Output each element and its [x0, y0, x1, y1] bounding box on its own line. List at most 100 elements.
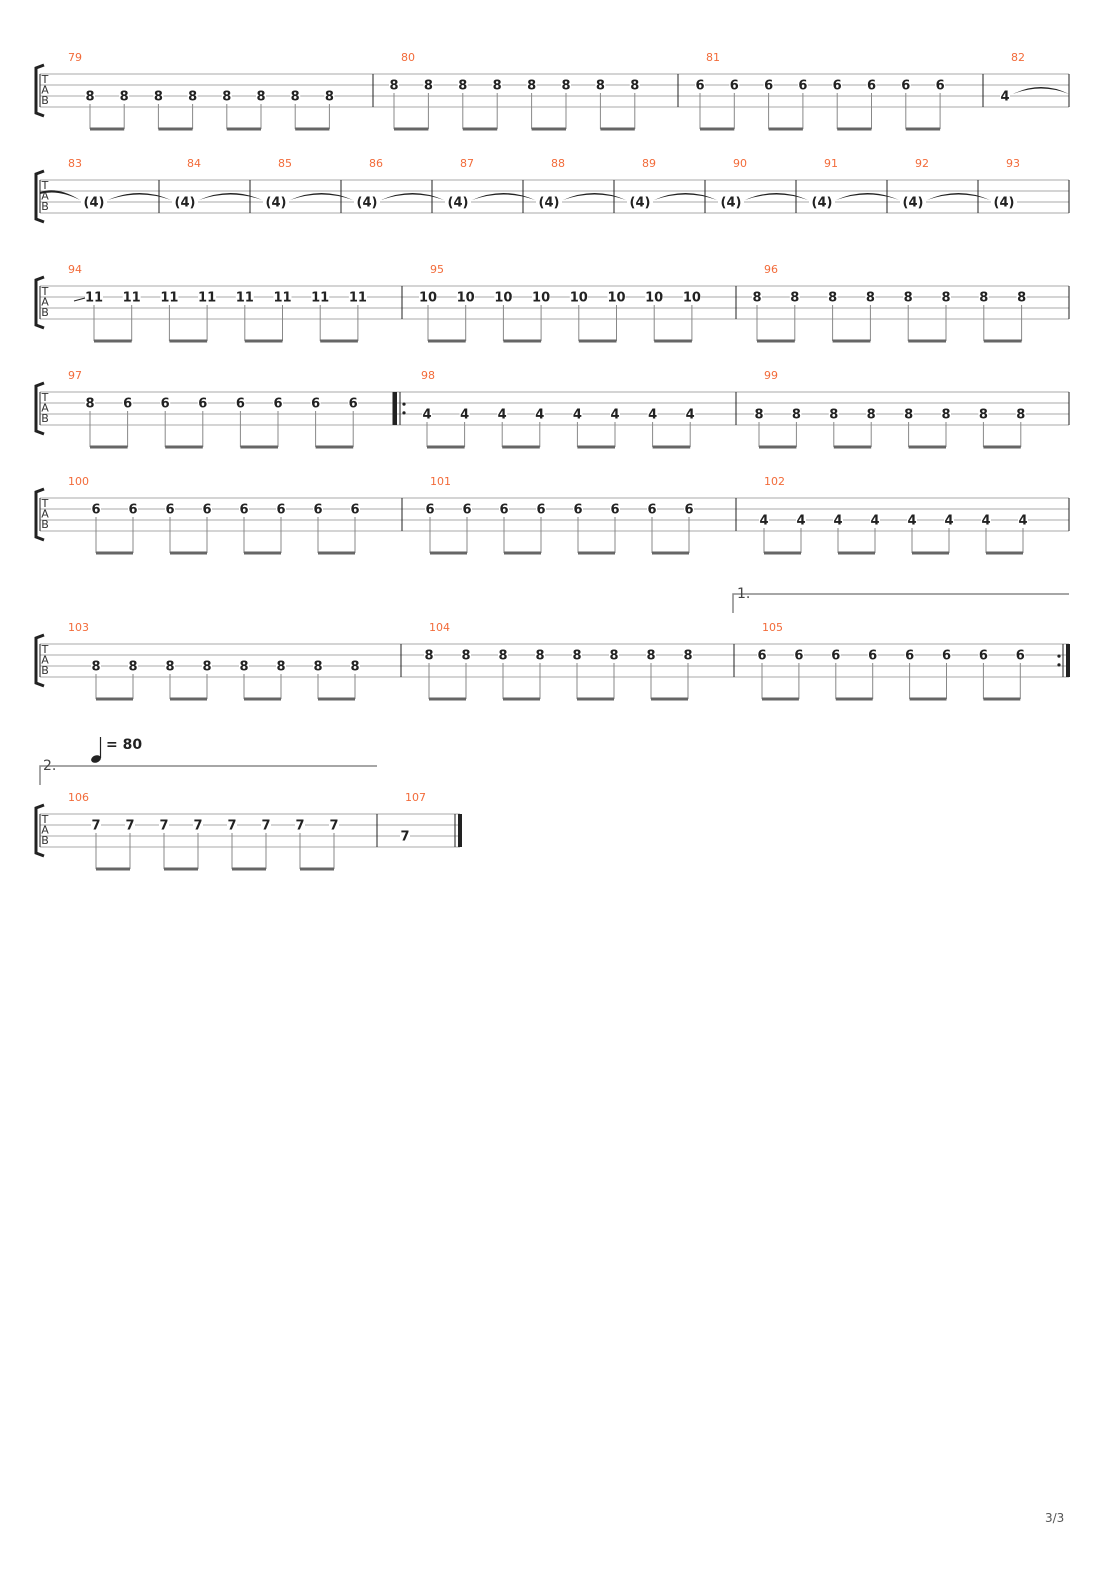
page-number: 3/3 [1045, 1511, 1065, 1525]
tab-clef-letter: T [41, 813, 49, 826]
note-bg [239, 503, 249, 515]
fret-number: 8 [291, 90, 300, 105]
fret-number: (4) [539, 196, 560, 211]
system-bracket [34, 169, 45, 224]
measure-number: 103 [68, 621, 89, 634]
note-bg [457, 79, 468, 91]
measure-number: 88 [551, 157, 565, 170]
fret-number: (4) [812, 196, 833, 211]
fret-number: 6 [202, 503, 211, 518]
tab-clef-letter: A [41, 296, 49, 309]
note-bg [900, 196, 926, 208]
fret-number: 7 [193, 819, 202, 834]
note-bg [235, 291, 254, 303]
note-bg [729, 79, 740, 91]
note-bg [290, 90, 301, 102]
note-bg [354, 196, 380, 208]
fret-number: 8 [754, 408, 763, 423]
note-bg [796, 514, 806, 526]
fret-number: 8 [202, 660, 211, 675]
fret-number: 6 [573, 503, 582, 518]
note-bg [324, 90, 335, 102]
note-bg [350, 660, 360, 672]
fret-number: 8 [239, 660, 248, 675]
fret-number: 4 [648, 408, 657, 423]
note-bg [833, 514, 843, 526]
measure-number: 86 [369, 157, 383, 170]
fret-number: 8 [424, 79, 433, 94]
measure-89: 89(4) [627, 157, 717, 213]
fret-number: 6 [128, 503, 137, 518]
note-bg [944, 514, 954, 526]
note-bg [461, 649, 471, 661]
volta-2-bracket: 2. [39, 758, 377, 785]
note-bg [350, 503, 360, 515]
note-bg [866, 79, 877, 91]
measure-90: 90(4) [718, 157, 808, 213]
note-bg [757, 649, 767, 661]
tie-arc [199, 193, 262, 200]
fret-number: 7 [159, 819, 168, 834]
tempo-marking: = 80 [91, 737, 142, 763]
fret-number: 8 [222, 90, 231, 105]
note-bg [572, 408, 583, 420]
fret-number: 8 [979, 291, 988, 306]
tie-arc [381, 193, 444, 200]
fret-number: 6 [123, 397, 132, 412]
system-bracket [34, 633, 45, 688]
note-bg [239, 660, 249, 672]
note-bg [610, 408, 620, 420]
measure-number: 106 [68, 791, 89, 804]
fret-number: 6 [349, 397, 358, 412]
note-bg [227, 819, 237, 831]
tab-clef-letter: A [41, 824, 49, 837]
tab-clef-letter: B [41, 306, 49, 319]
fret-number: 8 [596, 79, 605, 94]
fret-number: 8 [866, 291, 875, 306]
note-bg [311, 291, 330, 303]
fret-number: 6 [647, 503, 656, 518]
note-bg [797, 79, 808, 91]
note-bg [202, 503, 212, 515]
note-bg [870, 514, 880, 526]
measure-82: 824 [1000, 51, 1070, 107]
tab-clef-letter: T [41, 643, 49, 656]
tie-arc [836, 193, 899, 200]
fret-number: 8 [85, 90, 94, 105]
note-bg [193, 819, 203, 831]
note-bg [900, 79, 911, 91]
note-bg [492, 79, 503, 91]
fret-number: 6 [536, 503, 545, 518]
measure-number: 104 [429, 621, 450, 634]
measure-number: 89 [642, 157, 656, 170]
fret-number: 7 [91, 819, 100, 834]
note-bg [202, 660, 212, 672]
fret-number: 6 [868, 649, 877, 664]
fret-number: 6 [165, 503, 174, 518]
fret-number: 11 [349, 291, 367, 306]
fret-number: 6 [273, 397, 282, 412]
note-bg [498, 649, 508, 661]
note-bg [941, 408, 951, 420]
measure-number: 84 [187, 157, 201, 170]
note-bg [310, 397, 321, 409]
note-bg [941, 291, 951, 303]
quarter-note-icon [91, 755, 101, 763]
note-bg [122, 291, 141, 303]
fret-number: 6 [350, 503, 359, 518]
note-bg [1016, 291, 1027, 303]
note-bg [1000, 90, 1010, 102]
fret-number: 8 [461, 649, 470, 664]
fret-number: 6 [276, 503, 285, 518]
fret-number: 8 [792, 408, 801, 423]
fret-number: 8 [313, 660, 322, 675]
fret-number: 8 [867, 408, 876, 423]
note-bg [647, 503, 657, 515]
system-bracket [34, 487, 45, 542]
